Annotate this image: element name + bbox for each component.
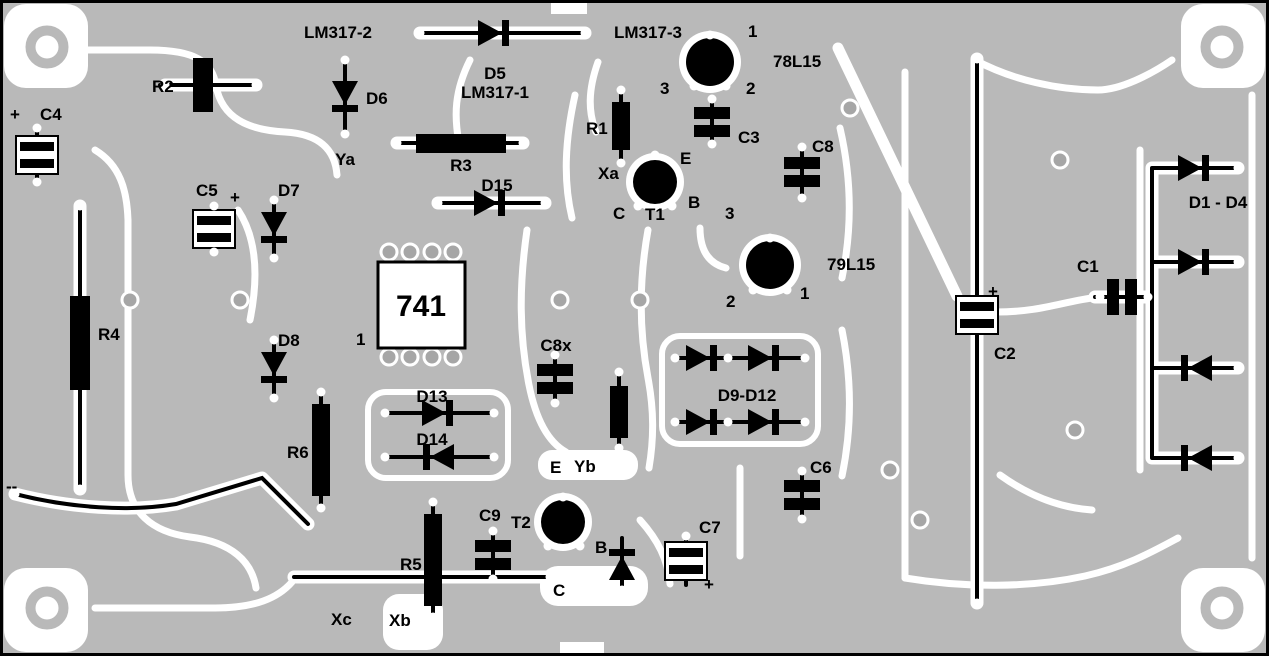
label-c8: C8 (812, 137, 834, 156)
resistor-r3 (416, 134, 506, 153)
label-xb: Xb (389, 611, 411, 630)
ic-741 (376, 242, 467, 367)
label-c5: C5 (196, 181, 218, 200)
label-d5: D5 (484, 64, 506, 83)
label-d1-d4: D1 - D4 (1189, 193, 1248, 212)
label-79l15-pin1: 1 (800, 284, 809, 303)
label-t2: T2 (511, 513, 531, 532)
label-c9: C9 (479, 506, 501, 525)
regulator-78l15 (679, 31, 741, 93)
label-ya: Ya (335, 150, 355, 169)
label-d7: D7 (278, 181, 300, 200)
label-d8: D8 (278, 331, 300, 350)
label-c3: C3 (738, 128, 760, 147)
label-c7-plus: + (704, 575, 714, 594)
label-xa: Xa (598, 164, 619, 183)
label-r1: R1 (586, 119, 608, 138)
label-c4: C4 (40, 105, 62, 124)
solder-pads (10, 28, 1243, 622)
label-r3: R3 (450, 156, 472, 175)
label-r5: R5 (400, 555, 422, 574)
label-r4: R4 (98, 325, 120, 344)
label-78l15-pin3: 3 (660, 79, 669, 98)
label-minus: -- (6, 477, 17, 496)
label-t1-c: C (613, 204, 625, 223)
mounting-hole (1195, 581, 1249, 635)
label-t1: T1 (645, 205, 665, 224)
resistor-r4 (70, 296, 90, 390)
resistor-r6 (312, 404, 330, 496)
capacitor-c7 (664, 541, 708, 581)
label-xc: Xc (331, 610, 352, 629)
label-t1-e: E (680, 149, 691, 168)
label-d15: D15 (481, 176, 512, 195)
label-d6: D6 (366, 89, 388, 108)
label-c6: C6 (810, 458, 832, 477)
label-lm317-1: LM317-1 (461, 83, 529, 102)
label-741: 741 (396, 290, 446, 323)
capacitor-c2 (955, 295, 999, 335)
regulator-79l15 (739, 234, 801, 296)
label-lm317-2: LM317-2 (304, 23, 372, 42)
label-t2-e: E (550, 458, 561, 477)
label-c5-plus: + (230, 188, 240, 207)
label-c2-plus: + (988, 282, 998, 301)
label-t1-b: B (688, 193, 700, 212)
mounting-hole (20, 20, 74, 74)
mounting-hole (1195, 20, 1249, 74)
capacitor-c4 (15, 135, 59, 175)
label-79l15: 79L15 (827, 255, 875, 274)
label-r2: R2 (152, 77, 174, 96)
label-c4-plus: + (10, 105, 20, 124)
label-t2-b: B (595, 538, 607, 557)
label-yb: Yb (574, 457, 596, 476)
label-d13: D13 (416, 387, 447, 406)
label-79l15-pin3: 3 (725, 204, 734, 223)
ic-741-body (376, 260, 467, 350)
mounting-hole (20, 581, 74, 635)
resistor-r2 (193, 58, 213, 112)
transistor-t2 (534, 493, 592, 551)
resistor-r1 (612, 102, 630, 150)
label-c1: C1 (1077, 257, 1099, 276)
silkscreen-labels: + C4 R2 LM317-2 D6 Ya D5 LM317-1 LM317-3… (6, 22, 1248, 630)
label-c2: C2 (994, 344, 1016, 363)
resistor-r5 (424, 514, 442, 606)
components (15, 20, 1212, 606)
label-78l15-pin1: 1 (748, 22, 757, 41)
label-d14: D14 (416, 430, 448, 449)
label-d9-d12: D9-D12 (718, 386, 777, 405)
label-lm317-3: LM317-3 (614, 23, 682, 42)
label-741-pin1: 1 (356, 330, 365, 349)
resistor-unlabeled (610, 386, 628, 438)
label-c7: C7 (699, 518, 721, 537)
label-78l15: 78L15 (773, 52, 821, 71)
label-r6: R6 (287, 443, 309, 462)
transistor-t1 (626, 153, 684, 211)
capacitor-c5 (192, 209, 236, 249)
label-78l15-pin2: 2 (746, 79, 755, 98)
label-79l15-pin2: 2 (726, 292, 735, 311)
label-t2-c: C (553, 581, 565, 600)
label-c8x: C8x (540, 336, 572, 355)
